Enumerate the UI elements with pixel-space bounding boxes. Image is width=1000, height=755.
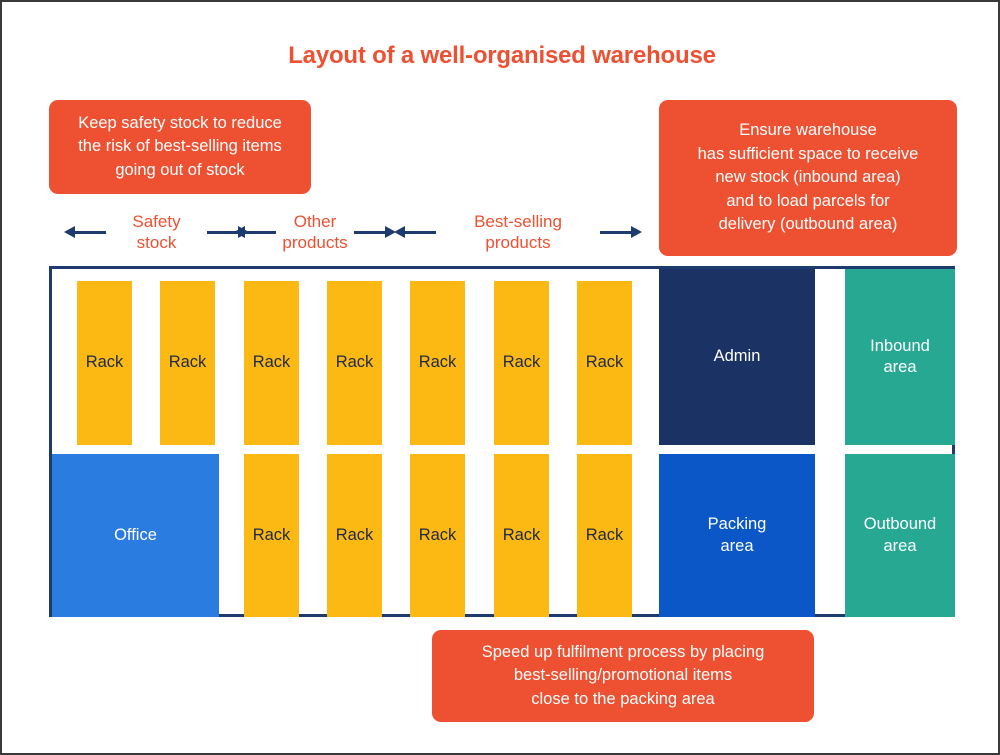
warehouse-bottom-rack-3: Rack — [410, 454, 465, 617]
text-line: going out of stock — [115, 160, 245, 179]
warehouse-bottom-rack-2: Rack — [327, 454, 382, 617]
text-line: Rack — [252, 353, 291, 372]
zone-box-label: Rack — [336, 525, 374, 546]
text-line: Rack — [85, 353, 124, 372]
text-line: Speed up fulfilment process by placing — [481, 642, 765, 661]
text-line: area — [720, 536, 754, 555]
zone-box-label: Rack — [586, 352, 624, 373]
zone-box-label: Rack — [336, 352, 374, 373]
text-line: close to the packing area — [531, 689, 715, 708]
text-line: Rack — [335, 525, 374, 544]
arrow-left-icon — [64, 226, 106, 239]
text-line: Best-selling — [474, 211, 562, 231]
warehouse-bottom-outbound-7: Outbound area — [845, 454, 955, 617]
zone-box-label: Inbound area — [870, 336, 930, 379]
zone-label-safety-stock: Safety stock — [64, 208, 249, 256]
zone-label-other-products-text: Other products — [276, 211, 353, 254]
text-line: Admin — [713, 347, 761, 366]
callout-inbound-outbound: Ensure warehouse has sufficient space to … — [659, 100, 957, 256]
zone-label-best-selling-products-text: Best-selling products — [468, 211, 568, 254]
zone-box-label: Rack — [503, 352, 541, 373]
warehouse-top-rack-5: Rack — [494, 281, 549, 445]
text-line: Rack — [585, 525, 624, 544]
text-line: delivery (outbound area) — [718, 215, 898, 234]
text-line: Packing — [707, 515, 767, 534]
text-line: Rack — [585, 353, 624, 372]
zone-box-label: Rack — [419, 352, 457, 373]
text-line: and to load parcels for — [726, 191, 890, 210]
text-line: Rack — [502, 353, 541, 372]
zone-box-label: Rack — [253, 352, 291, 373]
zone-label-other-products: Other products — [234, 208, 396, 256]
callout-fulfilment-text: Speed up fulfilment process by placing be… — [482, 641, 765, 711]
page-title: Layout of a well-organised warehouse — [288, 42, 716, 69]
warehouse-top-rack-3: Rack — [327, 281, 382, 445]
text-line: Rack — [168, 353, 207, 372]
warehouse-top-rack-0: Rack — [77, 281, 132, 445]
text-line: Rack — [418, 353, 457, 372]
zone-box-label: Office — [114, 525, 157, 546]
zone-box-label: Rack — [419, 525, 457, 546]
text-line: has sufficient space to receive — [697, 144, 919, 163]
text-line: area — [883, 536, 917, 555]
zone-box-label: Rack — [253, 525, 291, 546]
text-line: Rack — [502, 525, 541, 544]
callout-safety-stock: Keep safety stock to reduce the risk of b… — [49, 100, 311, 194]
text-line: Keep safety stock to reduce — [78, 113, 282, 132]
text-line: Ensure warehouse — [739, 121, 877, 140]
text-line: products — [282, 233, 348, 252]
text-line: Inbound — [870, 336, 930, 355]
text-line: Safety — [132, 211, 181, 231]
warehouse-top-rack-6: Rack — [577, 281, 632, 445]
warehouse-top-rack-4: Rack — [410, 281, 465, 445]
zone-box-label: Rack — [86, 352, 124, 373]
arrow-left-icon — [234, 226, 276, 239]
warehouse-top-admin-7: Admin — [659, 269, 815, 445]
zone-label-safety-stock-text: Safety stock — [126, 211, 186, 254]
warehouse-bottom-rack-5: Rack — [577, 454, 632, 617]
text-line: stock — [136, 233, 177, 252]
zone-box-label: Admin — [714, 346, 761, 367]
text-line: area — [883, 358, 917, 376]
text-line: products — [485, 233, 551, 252]
zone-label-best-selling-products: Best-selling products — [394, 208, 642, 256]
callout-inbound-outbound-text: Ensure warehouse has sufficient space to … — [698, 119, 919, 236]
warehouse-bottom-office-0: Office — [52, 454, 219, 617]
zone-box-label: Outbound area — [864, 514, 936, 557]
text-line: Office — [114, 525, 157, 544]
text-line: Rack — [252, 525, 291, 544]
warehouse-top-rack-2: Rack — [244, 281, 299, 445]
callout-fulfilment: Speed up fulfilment process by placing be… — [432, 630, 814, 722]
callout-safety-stock-text: Keep safety stock to reduce the risk of b… — [78, 112, 282, 182]
text-line: Rack — [335, 353, 374, 372]
warehouse-bottom-rack-1: Rack — [244, 454, 299, 617]
warehouse-top-rack-1: Rack — [160, 281, 215, 445]
text-line: new stock (inbound area) — [715, 168, 901, 187]
text-line: Other — [293, 211, 337, 231]
text-line: Outbound — [863, 515, 937, 534]
zone-box-label: Packing area — [708, 514, 767, 557]
text-line: the risk of best-selling items — [78, 137, 282, 156]
arrow-right-icon — [600, 226, 642, 239]
zone-box-label: Rack — [169, 352, 207, 373]
warehouse-bottom-rack-4: Rack — [494, 454, 549, 617]
arrow-left-icon — [394, 226, 436, 239]
warehouse-top-inbound-8: Inbound area — [845, 269, 955, 445]
zone-box-label: Rack — [586, 525, 624, 546]
text-line: Rack — [418, 525, 457, 544]
warehouse-bottom-packing-6: Packing area — [659, 454, 815, 617]
text-line: best-selling/promotional items — [513, 666, 733, 685]
zone-box-label: Rack — [503, 525, 541, 546]
arrow-right-icon — [353, 226, 396, 239]
